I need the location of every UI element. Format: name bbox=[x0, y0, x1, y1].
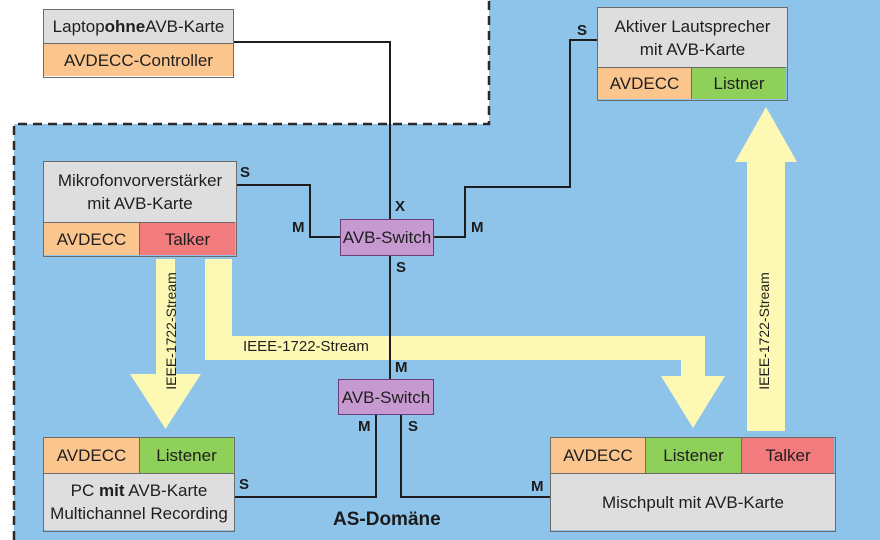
port-switch1-x: X bbox=[395, 198, 406, 215]
port-switch2-m-top: M bbox=[395, 359, 408, 376]
stream-label-left: IEEE-1722-Stream bbox=[163, 272, 179, 390]
mixer-device[interactable]: AVDECC Listener Talker Mischpult mit AVB… bbox=[550, 437, 836, 532]
stream-arrow-middle bbox=[205, 259, 725, 428]
port-switch1-m-right: M bbox=[471, 219, 484, 236]
as-domain-border bbox=[12, 0, 491, 540]
stream-arrow-left bbox=[130, 259, 201, 429]
as-domain-region bbox=[14, 0, 880, 540]
as-domain-label: AS-Domäne bbox=[333, 509, 441, 530]
pc-title: PC mit AVB-Karte Multichannel Recording bbox=[44, 473, 234, 530]
cable-mic-switch bbox=[236, 184, 340, 238]
laptop-avdecc-controller: AVDECC-Controller bbox=[44, 43, 233, 76]
port-switch2-s-right: S bbox=[408, 418, 419, 435]
port-pc-s: S bbox=[239, 476, 250, 493]
cable-laptop-switch bbox=[233, 41, 391, 219]
mixer-talker-role: Talker bbox=[742, 438, 834, 473]
port-mic-s: S bbox=[240, 164, 251, 181]
pc-avdecc: AVDECC bbox=[44, 438, 140, 473]
speaker-listener-role: Listner bbox=[692, 67, 786, 99]
mic-preamp-avdecc: AVDECC bbox=[44, 222, 140, 255]
stream-label-middle: IEEE-1722-Stream bbox=[243, 338, 369, 355]
avb-switch-top[interactable]: AVB-Switch bbox=[340, 219, 434, 256]
stream-arrow-right bbox=[735, 107, 797, 431]
mic-preamp-device[interactable]: Mikrofonvorverstärker mit AVB-Karte AVDE… bbox=[43, 161, 237, 257]
cable-switch-mixer bbox=[400, 415, 550, 498]
laptop-title: Laptop ohne AVB-Karte bbox=[44, 10, 233, 43]
port-switch1-m-left: M bbox=[292, 219, 305, 236]
port-switch2-m-left: M bbox=[358, 418, 371, 435]
speaker-device[interactable]: Aktiver Lautsprecher mit AVB-Karte AVDEC… bbox=[597, 7, 788, 101]
mixer-listener-role: Listener bbox=[646, 438, 742, 473]
mic-preamp-talker-role: Talker bbox=[140, 222, 235, 255]
laptop-device[interactable]: Laptop ohne AVB-Karte AVDECC-Controller bbox=[43, 9, 234, 78]
mixer-title: Mischpult mit AVB-Karte bbox=[551, 473, 835, 530]
stream-label-right: IEEE-1722-Stream bbox=[756, 272, 772, 390]
mic-preamp-title: Mikrofonvorverstärker mit AVB-Karte bbox=[44, 162, 236, 222]
pc-device[interactable]: AVDECC Listener PC mit AVB-Karte Multich… bbox=[43, 437, 235, 532]
pc-listener-role: Listener bbox=[140, 438, 233, 473]
cable-switch-speaker bbox=[433, 39, 597, 238]
mixer-avdecc: AVDECC bbox=[551, 438, 646, 473]
speaker-avdecc: AVDECC bbox=[598, 67, 692, 99]
avb-switch-bottom[interactable]: AVB-Switch bbox=[338, 379, 434, 415]
cable-switch-pc bbox=[234, 415, 377, 498]
port-mixer-m: M bbox=[531, 478, 544, 495]
port-speaker-s: S bbox=[577, 22, 588, 39]
speaker-title: Aktiver Lautsprecher mit AVB-Karte bbox=[598, 8, 787, 67]
port-switch1-s-bottom: S bbox=[396, 259, 407, 276]
